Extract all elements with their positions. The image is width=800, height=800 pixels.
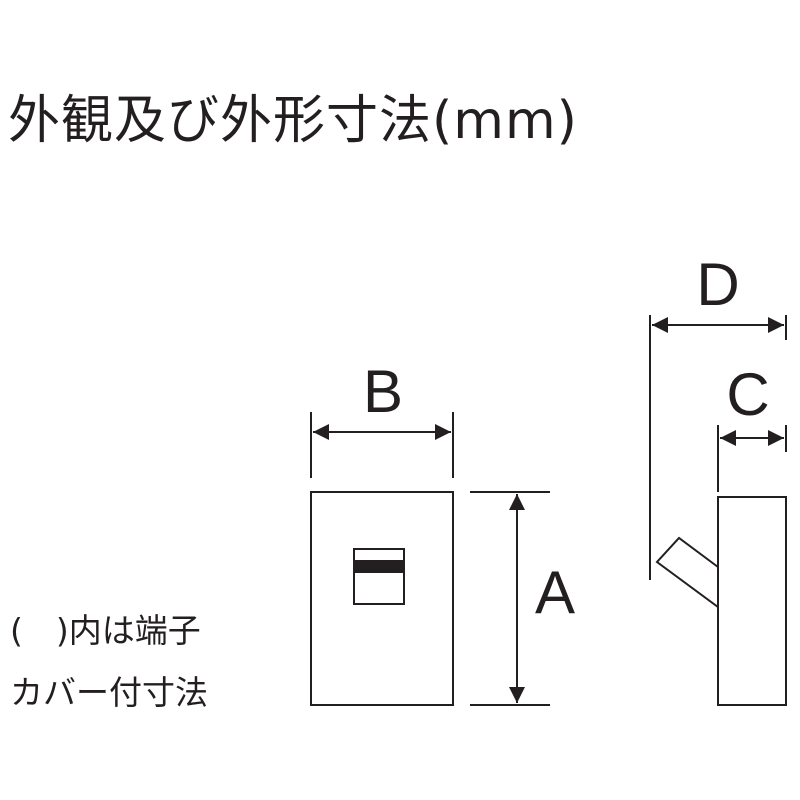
switch-handle xyxy=(353,548,405,605)
side-view-handle xyxy=(655,536,719,609)
dim-label-d: D xyxy=(696,251,739,318)
page-title: 外観及び外形寸法(mm) xyxy=(8,91,578,151)
side-view-body xyxy=(717,496,787,706)
switch-handle-bar xyxy=(354,560,404,573)
front-view-body xyxy=(310,491,454,706)
dim-label-c: C xyxy=(726,361,769,428)
dim-label-b: B xyxy=(363,358,403,425)
dim-label-a: A xyxy=(535,559,575,626)
terminal-cover-note-line1: ( )内は端子 xyxy=(10,611,201,650)
terminal-cover-note-line2: カバー付寸法 xyxy=(10,673,208,712)
